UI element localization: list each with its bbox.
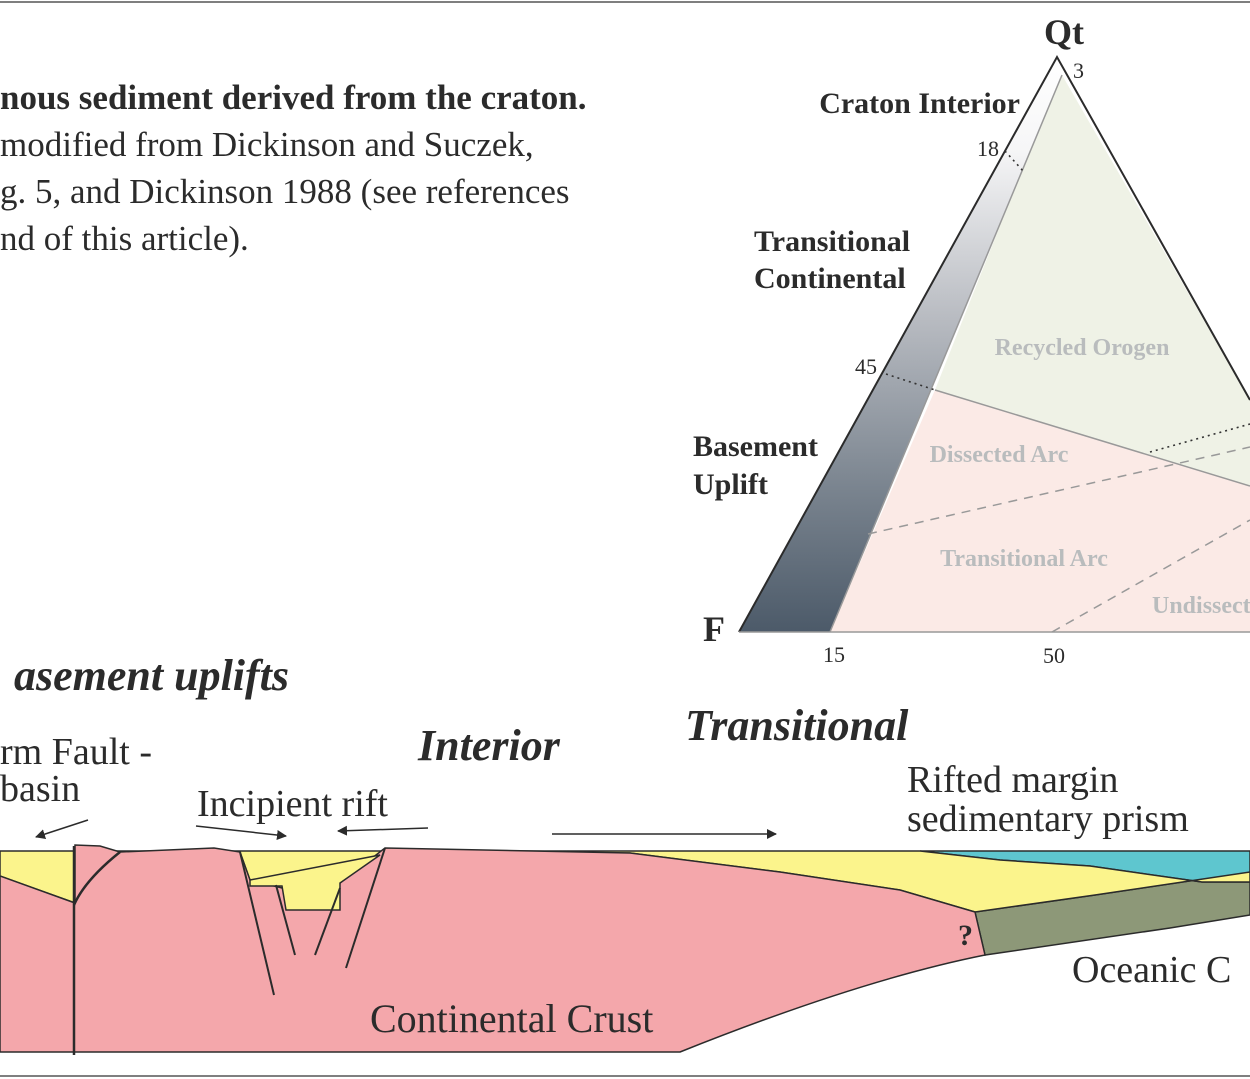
tick-45: 45	[855, 354, 877, 379]
rift-fault-3	[314, 887, 341, 956]
tick-18: 18	[977, 136, 999, 161]
continental-label: Continental	[754, 262, 906, 295]
orogen-arc-boundary	[934, 389, 1250, 487]
interior-heading: Interior	[417, 721, 561, 770]
rift-fault-1	[239, 851, 275, 996]
arrow-rift-left	[337, 825, 429, 836]
caption-line-2: modified from Dickinson and Suczek,	[0, 125, 534, 164]
question-mark-label: ?	[958, 919, 973, 952]
transitional-undissected-boundary	[1051, 519, 1250, 633]
strip-inner-edge	[829, 74, 1063, 633]
ternary-left-edge	[738, 54, 1250, 633]
rifted-margin-label-line1: Rifted margin	[907, 759, 1118, 801]
undissected-arc-label: Undissect	[1152, 593, 1250, 619]
rift-fault-2	[275, 884, 296, 956]
arrow-rift-right	[195, 825, 287, 840]
uplift-label: Uplift	[693, 468, 768, 501]
recycled-orogen-area	[935, 75, 1250, 486]
fault-label-line1: rm Fault -	[0, 731, 152, 773]
basement-label: Basement	[693, 430, 818, 463]
continental-crust-label: Continental Crust	[370, 996, 653, 1041]
dotted-line-45	[885, 373, 936, 391]
rifted-margin-label-line2: sedimentary prism	[907, 798, 1189, 840]
continental-block-strip	[739, 57, 1062, 632]
oceanic-crust-label: Oceanic C	[1072, 949, 1231, 991]
transitional-heading: Transitional	[685, 701, 909, 750]
caption-line-4: nd of this article).	[0, 219, 249, 258]
caption-line-3: g. 5, and Dickinson 1988 (see references	[0, 172, 570, 211]
incipient-rift-label: Incipient rift	[197, 783, 388, 825]
dissected-arc-label: Dissected Arc	[930, 442, 1069, 468]
rift-sediment-fill	[249, 854, 381, 911]
basement-uplifts-heading: asement uplifts	[14, 651, 289, 700]
transitional-label: Transitional	[754, 225, 910, 258]
fault-curved	[72, 851, 121, 906]
transitional-arc-label: Transitional Arc	[940, 546, 1108, 572]
craton-interior-label: Craton Interior	[819, 87, 1020, 120]
tick-3: 3	[1073, 58, 1084, 83]
cross-section: asement uplifts Interior Transitional rm…	[0, 651, 1250, 1055]
recycled-orogen-label: Recycled Orogen	[995, 335, 1170, 361]
apex-f-label: F	[703, 609, 725, 649]
apex-qt-label: Qt	[1044, 12, 1084, 52]
fault-label-line2: basin	[0, 768, 80, 810]
arrow-fault-left	[35, 819, 89, 839]
tick-15: 15	[823, 642, 845, 667]
rift-fault-4	[345, 847, 386, 969]
caption-line-1: nous sediment derived from the craton.	[0, 78, 587, 117]
ternary-diagram: Qt F 3 18 45 15 50 Craton Interior Trans…	[693, 12, 1250, 668]
arc-area	[830, 390, 1250, 632]
tick-50: 50	[1043, 643, 1065, 668]
dissected-transitional-boundary	[867, 446, 1250, 535]
figure-caption: nous sediment derived from the craton. m…	[0, 74, 720, 262]
